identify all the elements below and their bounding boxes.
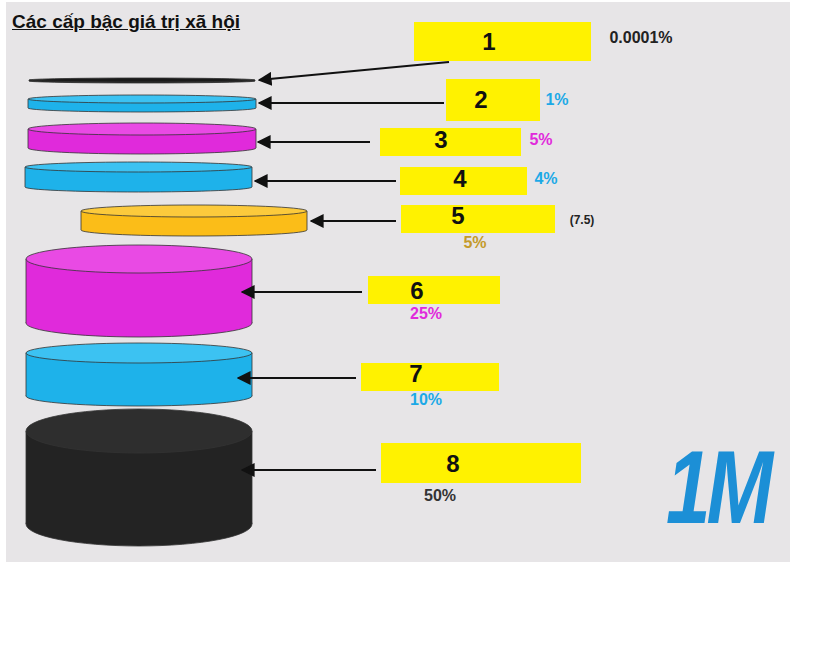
leader-arrow (258, 141, 370, 143)
value-box: 10.0001% (414, 22, 591, 61)
percentage: 10% (410, 392, 442, 408)
disc (26, 245, 252, 337)
value-box: 710% (361, 363, 499, 391)
disc (29, 78, 255, 83)
disc (28, 123, 256, 154)
percentage: 4% (534, 171, 557, 187)
title: Các cấp bậc giá trị xã hội (12, 11, 240, 33)
percentage: 50% (424, 488, 456, 504)
disc-top (81, 205, 307, 217)
disc (81, 205, 307, 236)
disc-top (26, 343, 252, 363)
leader-arrow (259, 62, 449, 80)
leader-arrow (238, 377, 356, 379)
leader-arrow (242, 291, 362, 293)
leader-arrow (242, 469, 376, 471)
disc (28, 95, 256, 112)
value-box: 44% (400, 167, 527, 195)
value-box: 5(7.5)5% (401, 205, 555, 233)
percentage: 25% (410, 306, 442, 322)
level-number: 1 (482, 30, 495, 54)
level-number: 7 (409, 362, 422, 386)
disc-top (29, 78, 255, 82)
percentage: 5% (529, 132, 552, 148)
disc (26, 409, 252, 546)
level-number: 8 (446, 452, 459, 476)
value-box: 21% (446, 79, 540, 121)
level-number: 4 (453, 167, 466, 191)
disc-top (26, 245, 252, 273)
percentage: (7.5) (570, 214, 595, 226)
leader-arrow (255, 180, 396, 182)
percentage: 1% (545, 92, 568, 108)
level-number: 3 (434, 128, 447, 152)
level-number: 6 (410, 279, 423, 303)
disc (26, 343, 252, 406)
level-number: 2 (474, 88, 487, 112)
disc (25, 162, 252, 192)
value-box: 35% (380, 128, 521, 156)
leader-arrow (311, 220, 396, 222)
disc-bottom (29, 79, 255, 83)
disc-top (28, 95, 256, 103)
value-box: 625% (368, 276, 500, 304)
percentage: 0.0001% (609, 30, 672, 46)
value-box: 850% (381, 443, 581, 483)
percentage: 5% (463, 235, 486, 251)
disc-top (28, 123, 256, 135)
disc-top (25, 162, 252, 172)
watermark-logo: 1M (666, 436, 769, 540)
level-number: 5 (451, 204, 464, 228)
leader-lines (238, 62, 449, 470)
leader-arrow (259, 102, 444, 104)
discs (25, 78, 307, 546)
disc-top (26, 409, 252, 453)
